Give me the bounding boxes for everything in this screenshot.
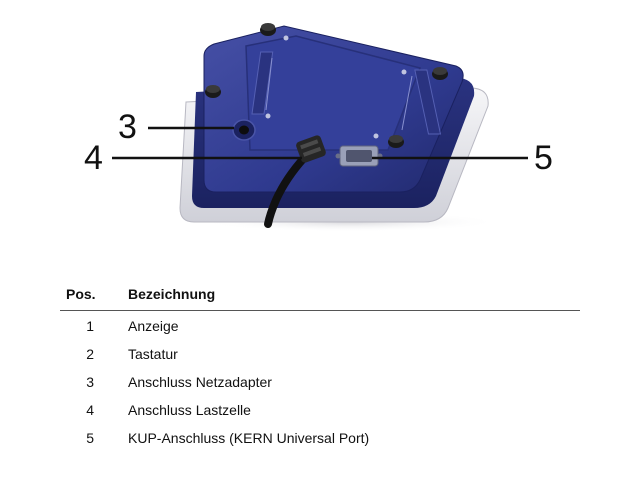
table-row: 2 Tastatur <box>60 339 580 367</box>
rubber-feet <box>205 23 448 148</box>
table-row: 3 Anschluss Netzadapter <box>60 367 580 395</box>
row-pos: 4 <box>86 402 94 418</box>
row-pos: 2 <box>86 346 94 362</box>
power-adapter-socket <box>232 119 256 141</box>
mounting-rail-left <box>251 51 274 115</box>
header-pos: Pos. <box>66 286 96 302</box>
row-pos: 1 <box>86 318 94 334</box>
device-figure: 3 4 5 <box>84 23 553 232</box>
table-row: 1 Anzeige <box>60 311 580 339</box>
row-description: Anzeige <box>128 318 179 334</box>
callout-number-5: 5 <box>534 139 553 177</box>
row-description: Tastatur <box>128 346 178 362</box>
row-description: Anschluss Netzadapter <box>128 374 272 390</box>
table-row: 5 KUP-Anschluss (KERN Universal Port) <box>60 423 580 451</box>
screws <box>265 35 407 139</box>
table-header: Pos. Bezeichnung <box>60 282 580 311</box>
row-description: KUP-Anschluss (KERN Universal Port) <box>128 430 370 446</box>
mounting-rail-right <box>401 69 442 135</box>
callout-number-4: 4 <box>84 139 103 177</box>
parts-table: Pos. Bezeichnung 1 Anzeige 2 Tastatur 3 … <box>60 282 580 451</box>
row-description: Anschluss Lastzelle <box>128 402 251 418</box>
kup-port <box>335 145 383 167</box>
table-row: 4 Anschluss Lastzelle <box>60 395 580 423</box>
load-cell-connector <box>264 135 326 228</box>
row-pos: 5 <box>86 430 94 446</box>
row-pos: 3 <box>86 374 94 390</box>
device-illustration <box>112 23 528 232</box>
callout-number-3: 3 <box>118 108 137 146</box>
header-description: Bezeichnung <box>128 286 216 302</box>
